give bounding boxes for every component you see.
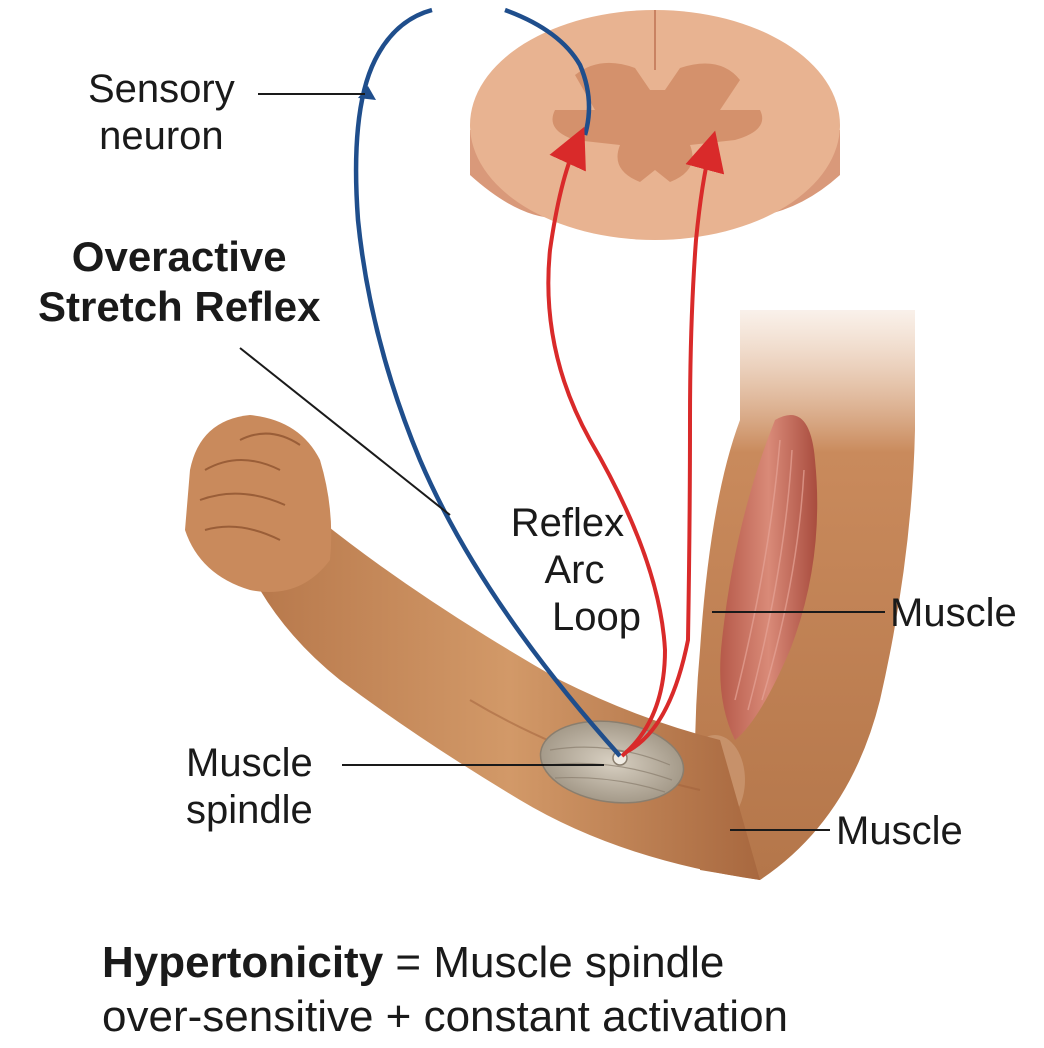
- muscle-spindle-label: Muscle spindle: [186, 740, 313, 834]
- overactive-reflex-label: Overactive Stretch Reflex: [38, 232, 320, 331]
- fist: [185, 415, 331, 592]
- caption-line-2: over-sensitive + constant activation: [102, 990, 788, 1044]
- reflex-arc-path-right: [626, 150, 710, 752]
- sensory-neuron-label: Sensory neuron: [88, 66, 235, 160]
- caption-line-1-rest: = Muscle spindle: [383, 938, 724, 987]
- spinal-cord: [470, 10, 840, 240]
- caption: Hypertonicity = Muscle spindle over-sens…: [102, 936, 788, 1043]
- caption-line-1: Hypertonicity = Muscle spindle: [102, 936, 788, 990]
- reflex-arc-label: Reflex Arc Loop: [494, 500, 641, 642]
- muscle-upper-label: Muscle: [890, 590, 1017, 637]
- muscle-lower-label: Muscle: [836, 808, 963, 855]
- caption-term: Hypertonicity: [102, 938, 383, 987]
